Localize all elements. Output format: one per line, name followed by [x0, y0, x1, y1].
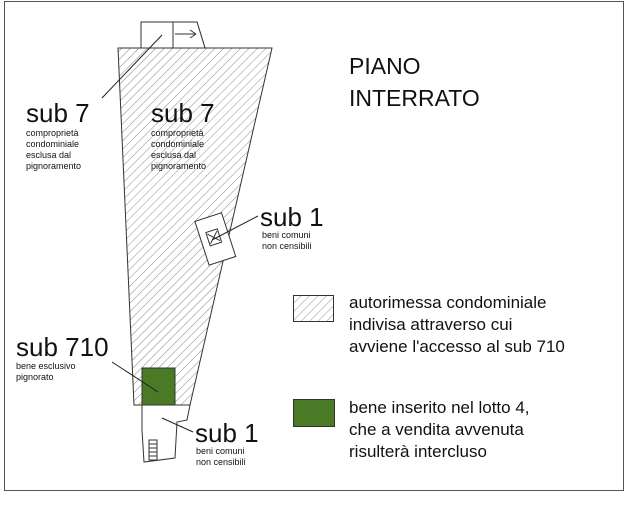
label-sub7-inside-desc-1: comproprietà: [151, 128, 204, 138]
plan-title-line2: INTERRATO: [349, 85, 480, 111]
label-sub710-desc-1: bene esclusivo: [16, 361, 76, 371]
label-sub7-outside-desc-4: pignoramento: [26, 161, 82, 171]
legend-swatch-hatched: [293, 295, 334, 322]
leader-sub7: [101, 34, 163, 99]
garage-area: [117, 21, 273, 406]
label-sub7-outside-desc-3: esclusa dal: [26, 150, 72, 160]
leader-sub1-lower: [161, 417, 194, 433]
label-sub7-inside-desc-3: esclusa dal: [151, 150, 197, 160]
label-sub710: sub 710: [16, 332, 109, 362]
label-sub1-upper-desc-1: beni comuni: [262, 230, 311, 240]
sub1-upper-room: [194, 212, 237, 266]
legend-green-line3: risulterà intercluso: [349, 442, 487, 461]
label-sub7-outside: sub 7: [26, 98, 90, 128]
top-room-right: [172, 21, 206, 49]
legend-swatch-green: [293, 399, 335, 427]
label-sub7-inside-desc-4: pignoramento: [151, 161, 207, 171]
label-sub1-lower: sub 1: [195, 418, 259, 448]
label-sub1-lower-desc-2: non censibili: [196, 457, 246, 467]
label-sub7-inside: sub 7: [151, 98, 215, 128]
leader-sub710: [111, 361, 159, 393]
legend-green-line2: che a vendita avvenuta: [349, 420, 524, 439]
plan-title-line1: PIANO: [349, 53, 421, 79]
legend-hatched-line1: autorimessa condominiale: [349, 293, 547, 312]
stairs-icon: [148, 439, 158, 461]
label-sub7-inside-desc-2: condominiale: [151, 139, 205, 149]
label-sub1-upper: sub 1: [260, 202, 324, 232]
legend-hatched-line2: indivisa attraverso cui: [349, 315, 513, 334]
sub710-area: [141, 367, 176, 406]
label-sub710-desc-2: pignorato: [16, 372, 54, 382]
label-sub1-upper-desc-2: non censibili: [262, 241, 312, 251]
legend-green-line1: bene inserito nel lotto 4,: [349, 398, 530, 417]
top-room-left: [140, 21, 174, 49]
label-sub1-lower-desc-1: beni comuni: [196, 446, 245, 456]
label-sub7-outside-desc-1: comproprietà: [26, 128, 79, 138]
leader-sub1-upper: [211, 215, 259, 241]
legend-hatched-line3: avviene l'accesso al sub 710: [349, 337, 565, 356]
label-sub7-outside-desc-2: condominiale: [26, 139, 80, 149]
